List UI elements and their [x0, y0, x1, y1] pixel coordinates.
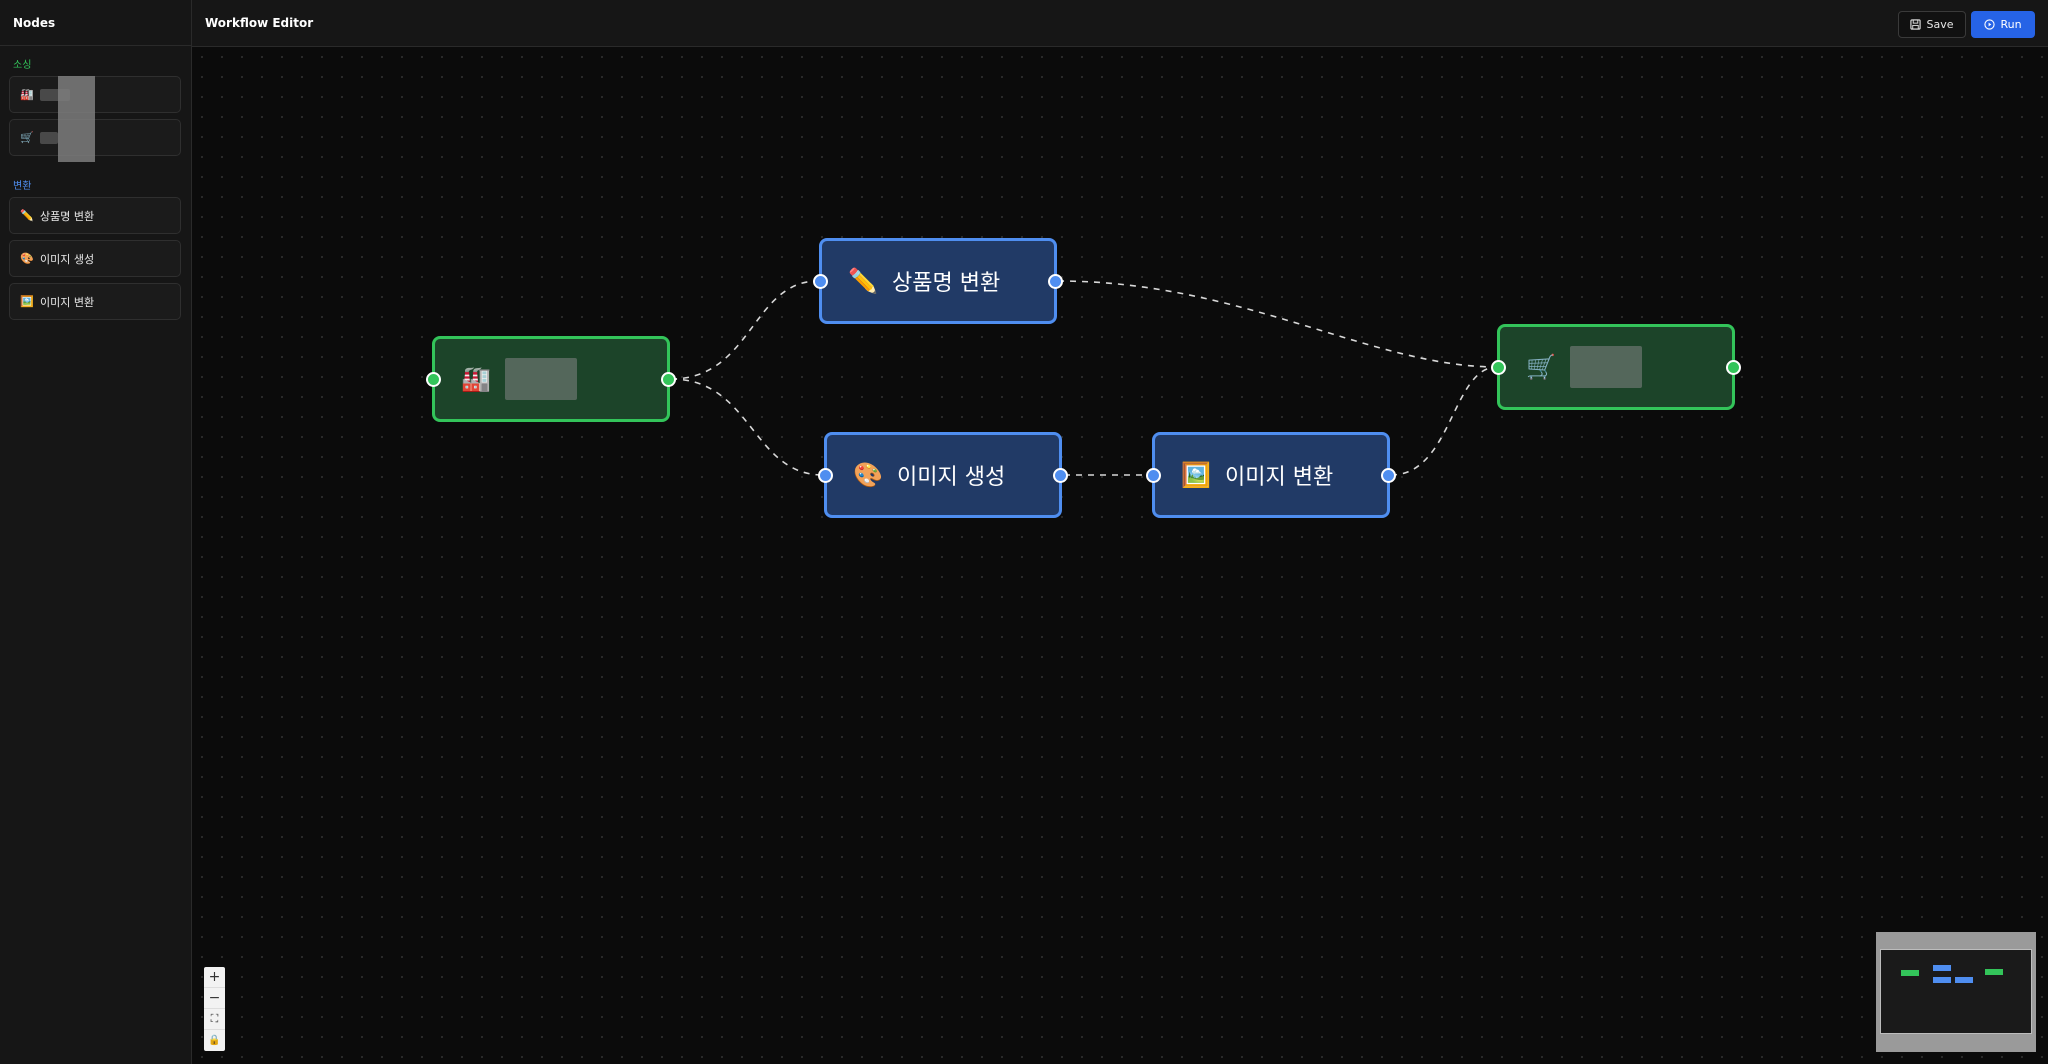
palette-icon: 🎨	[20, 252, 34, 265]
workflow-canvas[interactable]: 🏭 ✏️ 상품명 변환 🎨 이미지 생성 🖼️ 이미지 변환 🛒	[192, 47, 2048, 1064]
node-label: 이미지 변환	[1225, 465, 1334, 490]
output-handle[interactable]	[1726, 359, 1741, 375]
input-handle[interactable]	[1491, 359, 1506, 375]
redacted-label	[40, 131, 58, 144]
framed-picture-icon: 🖼️	[1181, 461, 1211, 489]
minimap[interactable]	[1876, 932, 2036, 1052]
framed-picture-icon: 🖼️	[20, 295, 34, 308]
sidebar-title: Nodes	[0, 0, 191, 46]
pencil-icon: ✏️	[848, 267, 878, 295]
edge-layer	[670, 280, 1498, 476]
output-handle[interactable]	[1381, 467, 1396, 483]
input-handle[interactable]	[818, 467, 833, 483]
lock-button[interactable]: 🔒	[208, 1035, 221, 1046]
run-button-label: Run	[2000, 18, 2022, 31]
input-handle[interactable]	[1146, 467, 1161, 483]
output-handle[interactable]	[661, 371, 676, 387]
editor-toolbar: Workflow Editor Save Run	[192, 0, 2048, 47]
node-rename[interactable]: ✏️ 상품명 변환	[813, 238, 1063, 324]
palette-item-image-generate[interactable]: 🎨 이미지 생성	[9, 240, 181, 277]
save-icon	[1910, 19, 1922, 30]
edge-source-rename[interactable]	[670, 280, 819, 380]
fit-view-button[interactable]: ⛶	[204, 1009, 225, 1030]
node-image-generate[interactable]: 🎨 이미지 생성	[818, 432, 1068, 518]
output-handle[interactable]	[1053, 467, 1068, 483]
palette-icon: 🎨	[853, 461, 883, 489]
factory-icon: 🏭	[461, 365, 491, 393]
minimap-node	[1901, 970, 1919, 976]
zoom-out-button[interactable]: −	[204, 988, 225, 1009]
cart-icon: 🛒	[1526, 353, 1556, 381]
redacted-node-label	[1570, 346, 1642, 388]
minimap-viewport[interactable]	[1880, 949, 2032, 1034]
node-label: 이미지 생성	[897, 465, 1006, 490]
redaction-block	[58, 76, 95, 162]
node-label: 상품명 변환	[892, 271, 1001, 296]
run-button[interactable]: Run	[1971, 11, 2035, 38]
pencil-icon: ✏️	[20, 209, 34, 222]
page-title: Workflow Editor	[205, 16, 314, 30]
redacted-node-label	[505, 358, 577, 400]
section-label-sourcing: 소싱	[13, 60, 32, 71]
node-target[interactable]: 🛒	[1491, 324, 1741, 410]
palette-item-sourcing-1[interactable]: 🏭	[9, 76, 181, 113]
palette-item-sourcing-2[interactable]: 🛒	[9, 119, 181, 156]
cart-icon: 🛒	[20, 131, 34, 144]
zoom-in-button[interactable]: +	[204, 967, 225, 988]
zoom-controls: + − ⛶ 🔒	[204, 967, 225, 1051]
output-handle[interactable]	[1048, 273, 1063, 289]
minimap-node	[1933, 965, 1951, 971]
edge-rename-target[interactable]	[1057, 280, 1498, 368]
save-button-label: Save	[1926, 18, 1954, 31]
edge-imgconv-target[interactable]	[1390, 366, 1498, 476]
input-handle[interactable]	[813, 273, 828, 289]
save-button[interactable]: Save	[1898, 11, 1966, 38]
palette-item-label: 이미지 변환	[40, 295, 95, 309]
palette-item-image-convert[interactable]: 🖼️ 이미지 변환	[9, 283, 181, 320]
node-image-convert[interactable]: 🖼️ 이미지 변환	[1146, 432, 1396, 518]
node-palette-sidebar: Nodes 소싱 🏭 🛒 변환 ✏️ 상품명 변환 🎨 이미지 생성 🖼️ 이미…	[0, 0, 192, 1064]
minimap-node	[1985, 969, 2003, 975]
play-circle-icon	[1984, 19, 1996, 30]
node-source[interactable]: 🏭	[426, 336, 676, 422]
input-handle[interactable]	[426, 371, 441, 387]
section-label-transform: 변환	[13, 181, 32, 192]
factory-icon: 🏭	[20, 88, 34, 101]
minimap-node	[1933, 977, 1951, 983]
palette-item-rename[interactable]: ✏️ 상품명 변환	[9, 197, 181, 234]
edge-source-imggen[interactable]	[670, 378, 824, 476]
minimap-node	[1955, 977, 1973, 983]
palette-item-label: 이미지 생성	[40, 252, 95, 266]
palette-item-label: 상품명 변환	[40, 209, 95, 223]
